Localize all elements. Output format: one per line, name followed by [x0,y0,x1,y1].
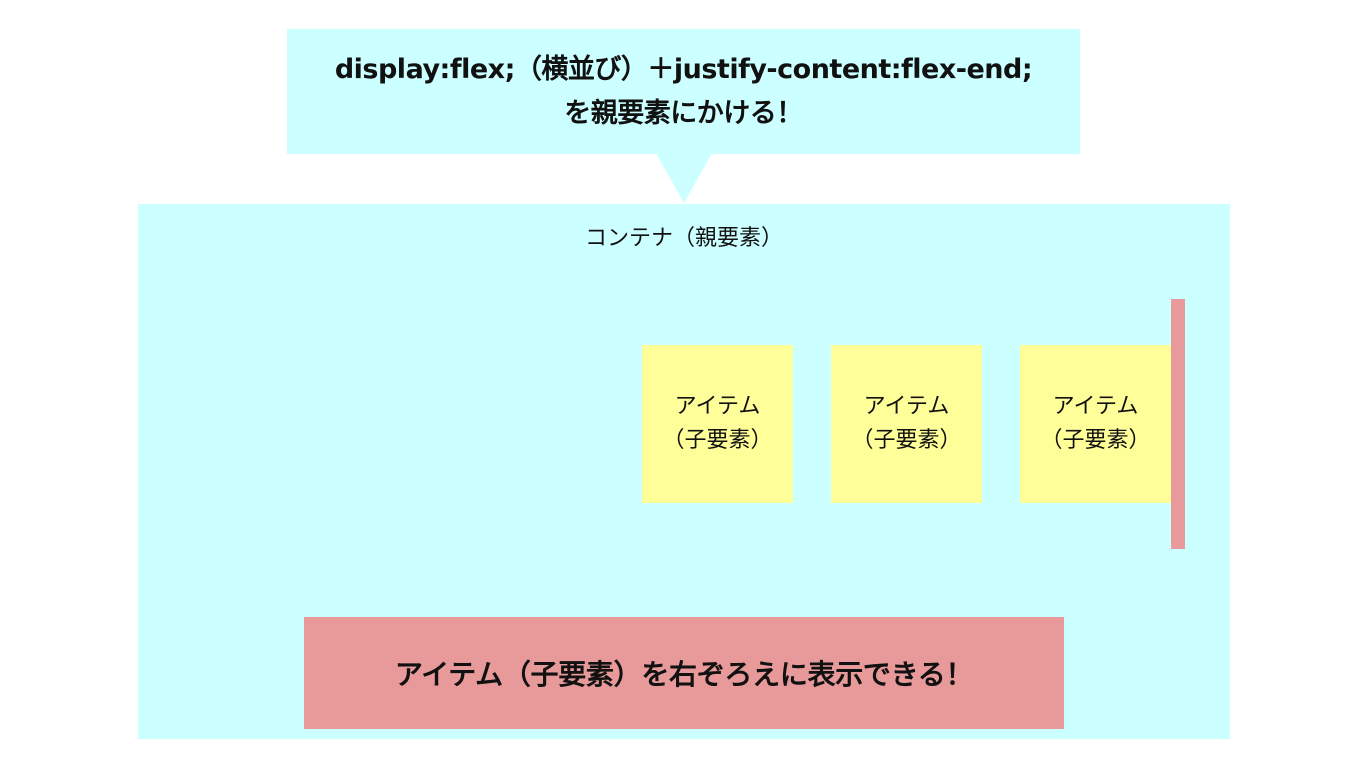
result-text: アイテム（子要素）を右ぞろえに表示できる！ [394,658,974,691]
flex-item-3: アイテム （子要素） [1020,345,1171,503]
flex-item-3-subtitle: （子要素） [1040,428,1151,453]
callout-bubble: display:flex;（横並び）＋justify-content:flex-… [287,29,1080,154]
flex-end-marker [1171,299,1185,549]
flex-item-2-title: アイテム [863,393,950,419]
flex-item-1-subtitle: （子要素） [662,428,773,453]
callout-line-1: display:flex;（横並び）＋justify-content:flex-… [334,53,1033,85]
flex-item-1: アイテム （子要素） [642,345,793,503]
callout-line-2: を親要素にかける！ [564,97,803,129]
flex-item-3-title: アイテム [1052,393,1139,419]
result-banner: アイテム（子要素）を右ぞろえに表示できる！ [304,617,1064,729]
callout-tail [656,153,712,203]
flex-container: コンテナ（親要素） アイテム （子要素） アイテム （子要素） アイテム （子要… [138,204,1230,739]
container-label: コンテナ（親要素） [584,226,783,251]
flex-item-2-subtitle: （子要素） [851,428,962,453]
flex-item-1-title: アイテム [674,393,761,419]
flex-item-2: アイテム （子要素） [831,345,982,503]
